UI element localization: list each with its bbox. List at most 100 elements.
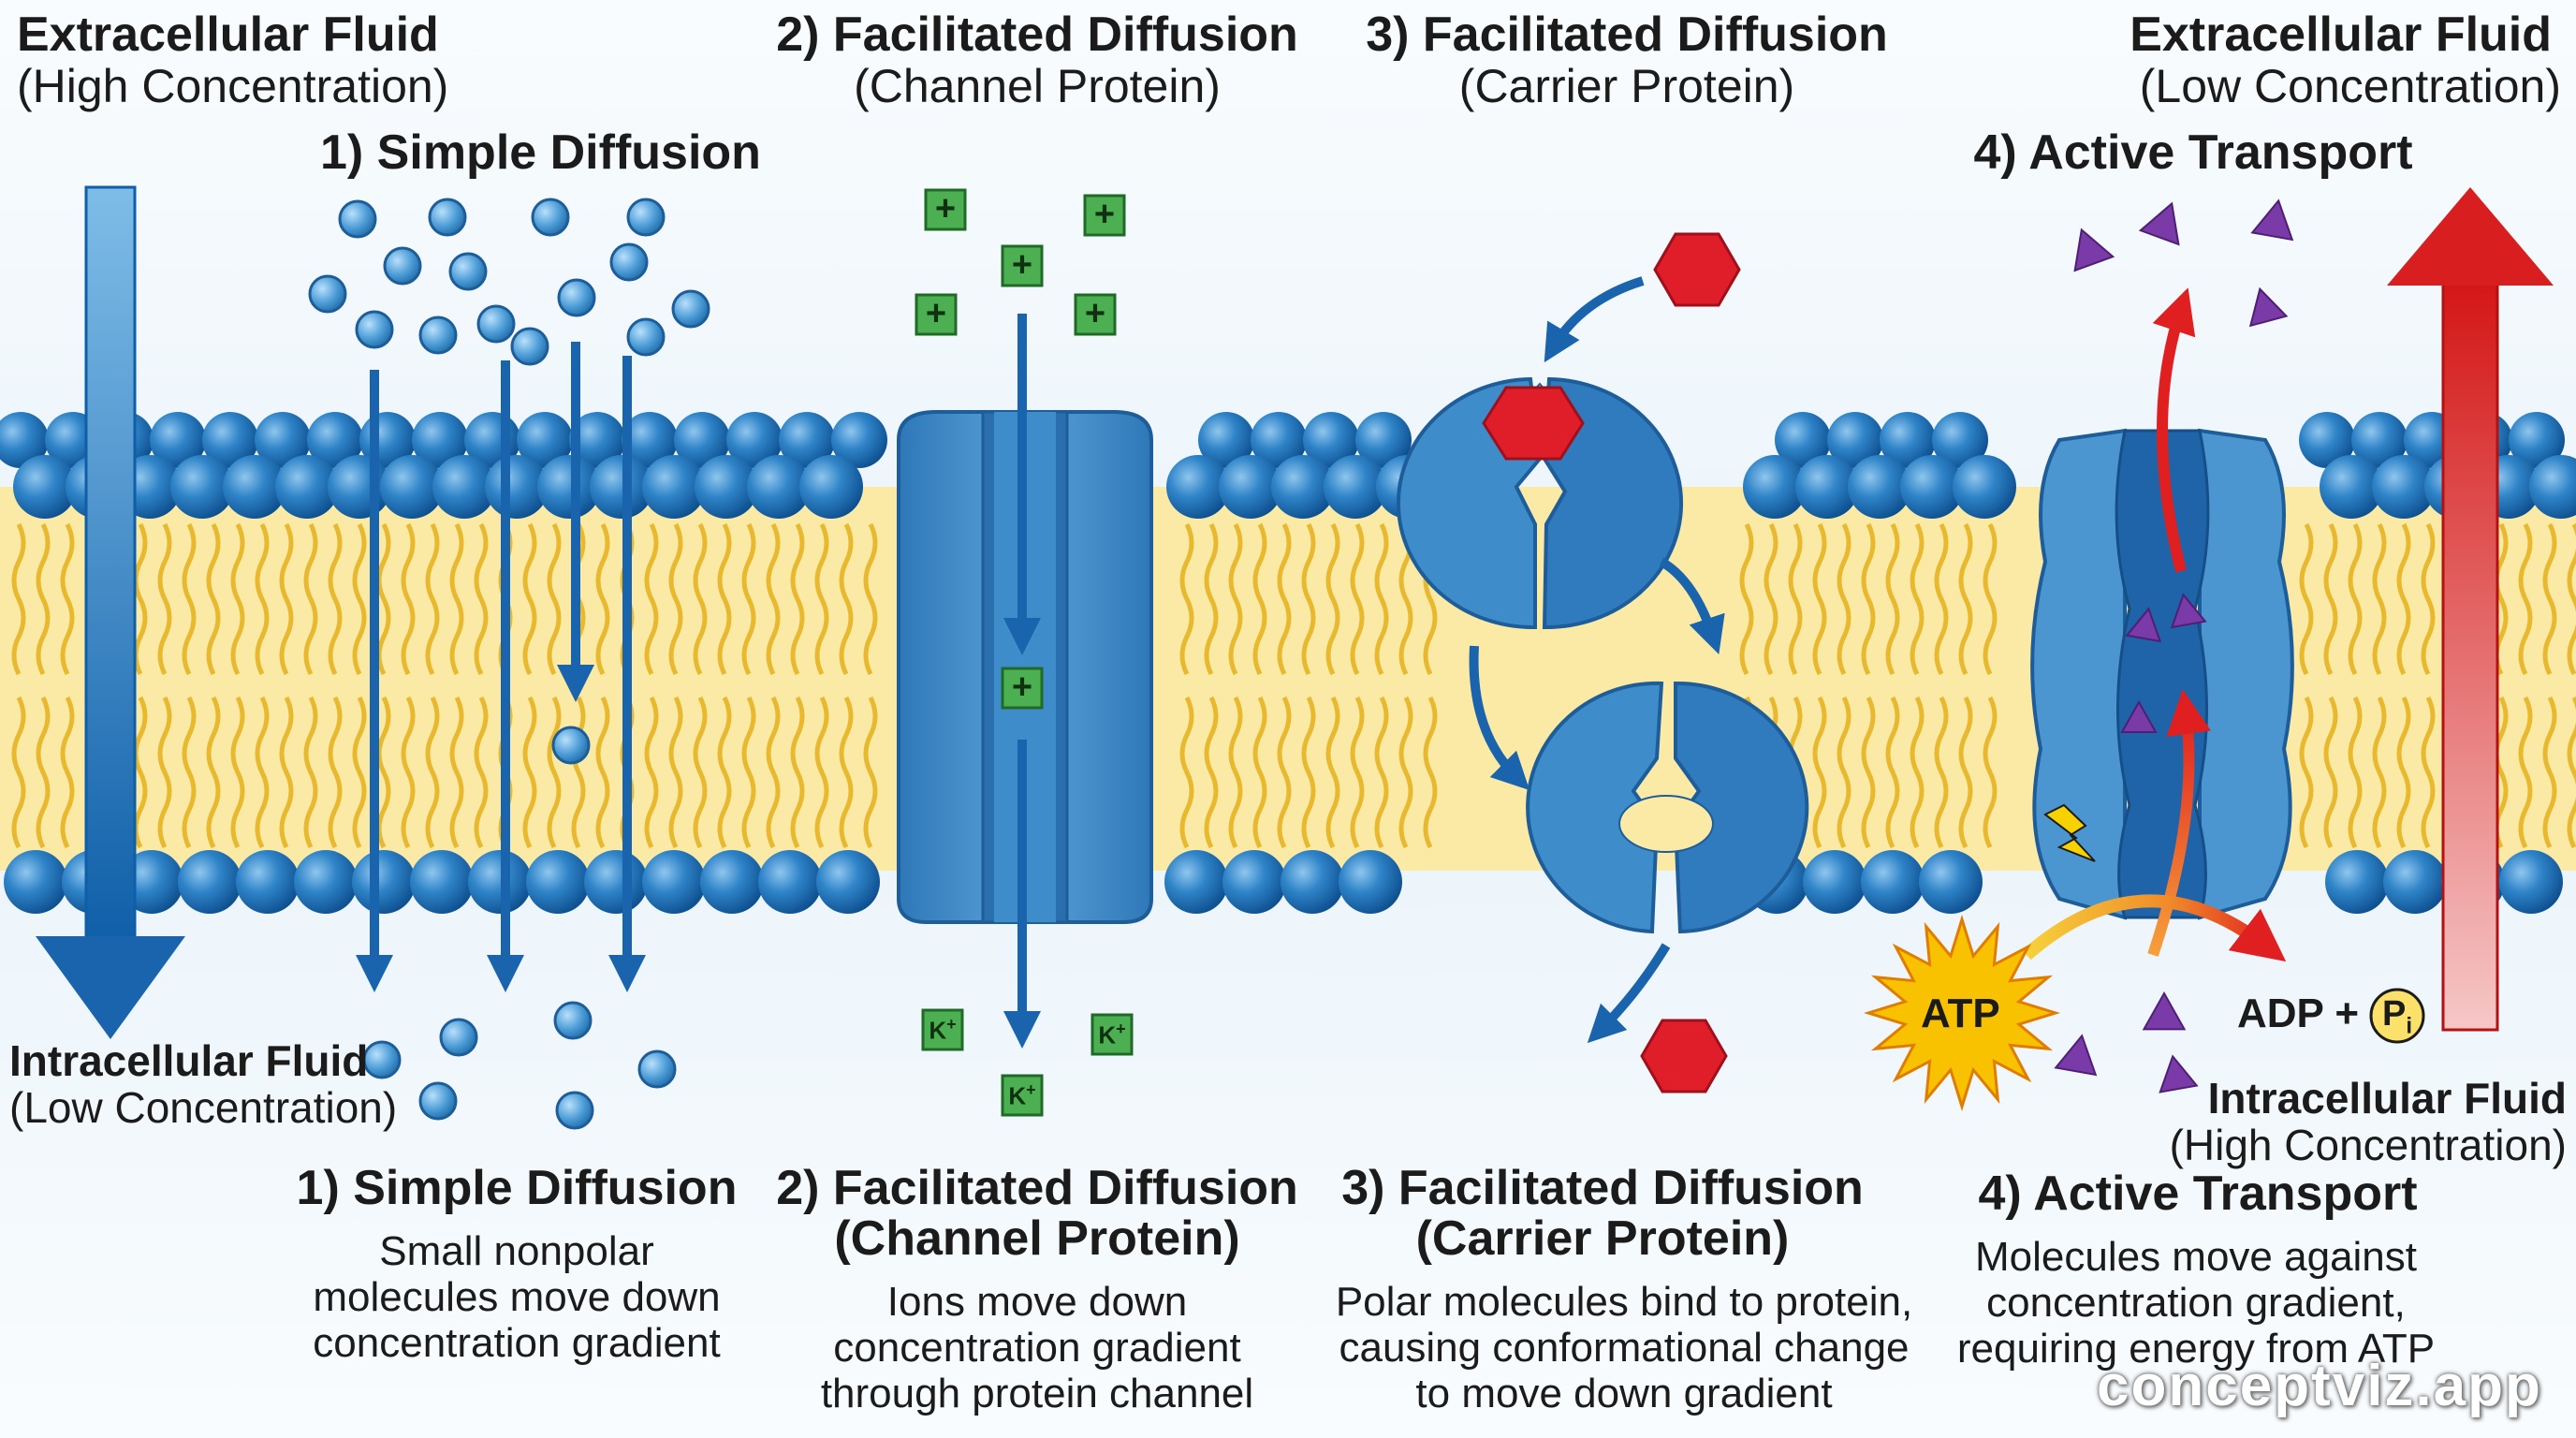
lipid-tail [2518, 696, 2533, 849]
top-carrier-title: 3) Facilitated Diffusion [1366, 7, 1888, 62]
nonpolar-molecule [551, 726, 591, 765]
phospholipid-head [1861, 850, 1925, 914]
section-4-title: 4) Active Transport [1978, 1167, 2418, 1221]
nonpolar-molecule [637, 1049, 677, 1089]
lipid-tail [1885, 696, 1900, 849]
intracellular-right-subtitle: (High Concentration) [2169, 1121, 2567, 1169]
potassium-ion-label: K+ [1098, 1020, 1126, 1049]
phospholipid-head [380, 455, 444, 519]
phospholipid-head [1164, 850, 1228, 914]
lipid-tail [255, 696, 270, 849]
transported-molecule [2138, 201, 2180, 246]
lipid-tail [1983, 696, 1998, 849]
cation [1001, 667, 1044, 710]
potassium-ion [1001, 1074, 1044, 1117]
phospholipid-head [1795, 455, 1859, 519]
nonpolar-molecule [476, 304, 516, 344]
lipid-tail [1252, 522, 1267, 676]
active-transport-pump [2022, 287, 2294, 962]
nonpolar-molecule [308, 274, 347, 314]
potassium-ion-label: K+ [1008, 1080, 1036, 1110]
section-2-desc-line-1: Ions move down [886, 1279, 1188, 1325]
cation-plus-sign: + [934, 189, 957, 228]
lipid-tail [279, 696, 294, 849]
lipid-tail [1934, 522, 1949, 676]
phospholipid-head [1251, 412, 1307, 468]
section-4-desc-line-3: requiring energy from ATP [1956, 1326, 2436, 1372]
nonpolar-molecule [338, 199, 377, 239]
lipid-tail [1204, 522, 1219, 676]
lipid-tail [133, 696, 148, 849]
lipid-tail [644, 522, 659, 676]
carrier-arrows [1469, 276, 1725, 1044]
lipid-tail [279, 522, 294, 676]
phospholipid-head [1198, 412, 1254, 468]
phospholipid-head [1355, 412, 1412, 468]
phosphate-circle [2369, 988, 2425, 1044]
lipid-tail [1837, 696, 1852, 849]
lipid-tail [157, 522, 172, 676]
transported-molecule [2159, 1054, 2199, 1093]
lipid-tail [717, 522, 732, 676]
lipid-tail [1204, 696, 1219, 849]
extracellular-right-title: Extracellular Fluid [2130, 7, 2552, 62]
nonpolar-molecule [383, 246, 422, 286]
lipid-tail [474, 696, 489, 849]
lipid-tail [1325, 522, 1340, 676]
nonpolar-molecule [439, 1018, 478, 1057]
nonpolar-molecule [418, 315, 458, 355]
lipid-tail [1301, 696, 1316, 849]
phospholipid-head [236, 850, 300, 914]
nonpolar-molecule [557, 278, 596, 317]
lipid-tail [303, 522, 318, 676]
lipid-tail [766, 696, 781, 849]
lipid-tail [1958, 696, 1973, 849]
top-active-transport-label: 4) Active Transport [1973, 125, 2413, 180]
lipid-tail [547, 522, 562, 676]
lipid-tail [60, 696, 75, 849]
extracellular-left-title: Extracellular Fluid [17, 7, 439, 62]
lipid-tail [1861, 696, 1876, 849]
lipid-tail [1325, 696, 1340, 849]
phospholipid-head [537, 455, 601, 519]
intracellular-left-subtitle: (Low Concentration) [9, 1083, 398, 1132]
simple-diffusion-arrows [356, 342, 646, 992]
lipid-tail [376, 696, 391, 849]
lipid-tail [1958, 522, 1973, 676]
lipid-tail [2567, 523, 2576, 676]
lipid-tail [1983, 522, 1998, 676]
lipid-tail [595, 522, 610, 676]
lipid-tail [230, 696, 245, 849]
atp-label: ATP [1921, 990, 2000, 1036]
lipid-tail [814, 696, 829, 849]
phospholipid-head [4, 850, 67, 914]
lipid-tail [571, 696, 586, 849]
phospholipid-head [178, 850, 242, 914]
lipid-tail [206, 696, 221, 849]
lipid-tail [2323, 522, 2338, 676]
nonpolar-molecule [531, 198, 570, 237]
lipid-tail [303, 696, 318, 849]
phospholipid-head [1827, 412, 1883, 468]
section-4-desc-line-1: Molecules move against [1974, 1234, 2418, 1280]
lipid-tail [60, 522, 75, 676]
gradient-arrow-up [2387, 187, 2554, 1032]
cation-plus-sign: + [1084, 294, 1106, 333]
lipid-tail [863, 522, 878, 676]
carrier-state-open-outside [1396, 376, 1684, 630]
lipid-tail [1812, 696, 1827, 849]
lipid-tail [1861, 522, 1876, 676]
lipid-tail [11, 696, 26, 849]
phospholipid-head [307, 412, 363, 468]
phospholipid-head [1848, 455, 1911, 519]
phospholipid-head [726, 412, 783, 468]
top-carrier-subtitle: (Carrier Protein) [1458, 60, 1795, 112]
lipid-tail [644, 696, 659, 849]
ions [915, 188, 1134, 1117]
atp-burst [1863, 914, 2061, 1112]
phospholipid-head [622, 412, 678, 468]
phospholipid-head [255, 412, 311, 468]
phospholipid-head [1919, 850, 1983, 914]
lipid-tail [36, 696, 51, 849]
